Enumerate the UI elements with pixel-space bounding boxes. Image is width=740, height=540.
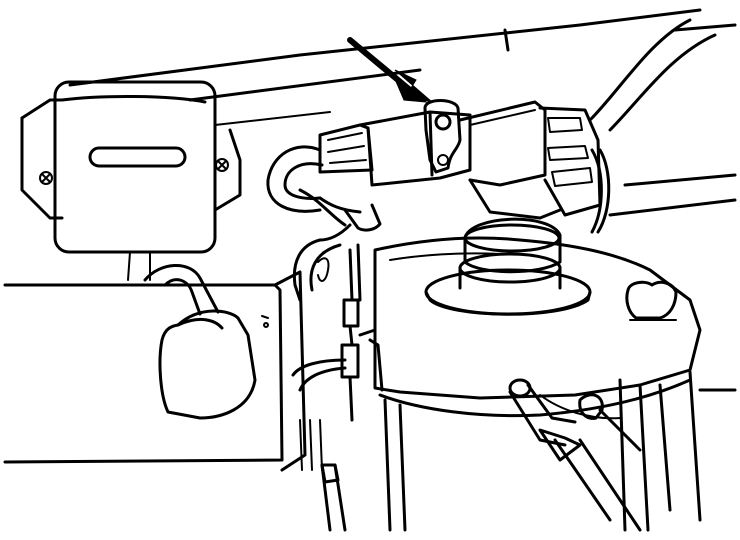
control-module (20, 80, 242, 281)
arrow-icon (347, 37, 433, 103)
wiring-harness (266, 145, 382, 532)
small-cap (625, 280, 678, 321)
sensor-assembly (318, 99, 611, 234)
reservoir-tank (358, 236, 737, 532)
hose-boot (143, 264, 257, 420)
firewall-outline (68, 8, 737, 217)
battery-box (3, 270, 307, 472)
reservoir-hose (508, 378, 642, 532)
reservoir-cap (424, 217, 592, 316)
